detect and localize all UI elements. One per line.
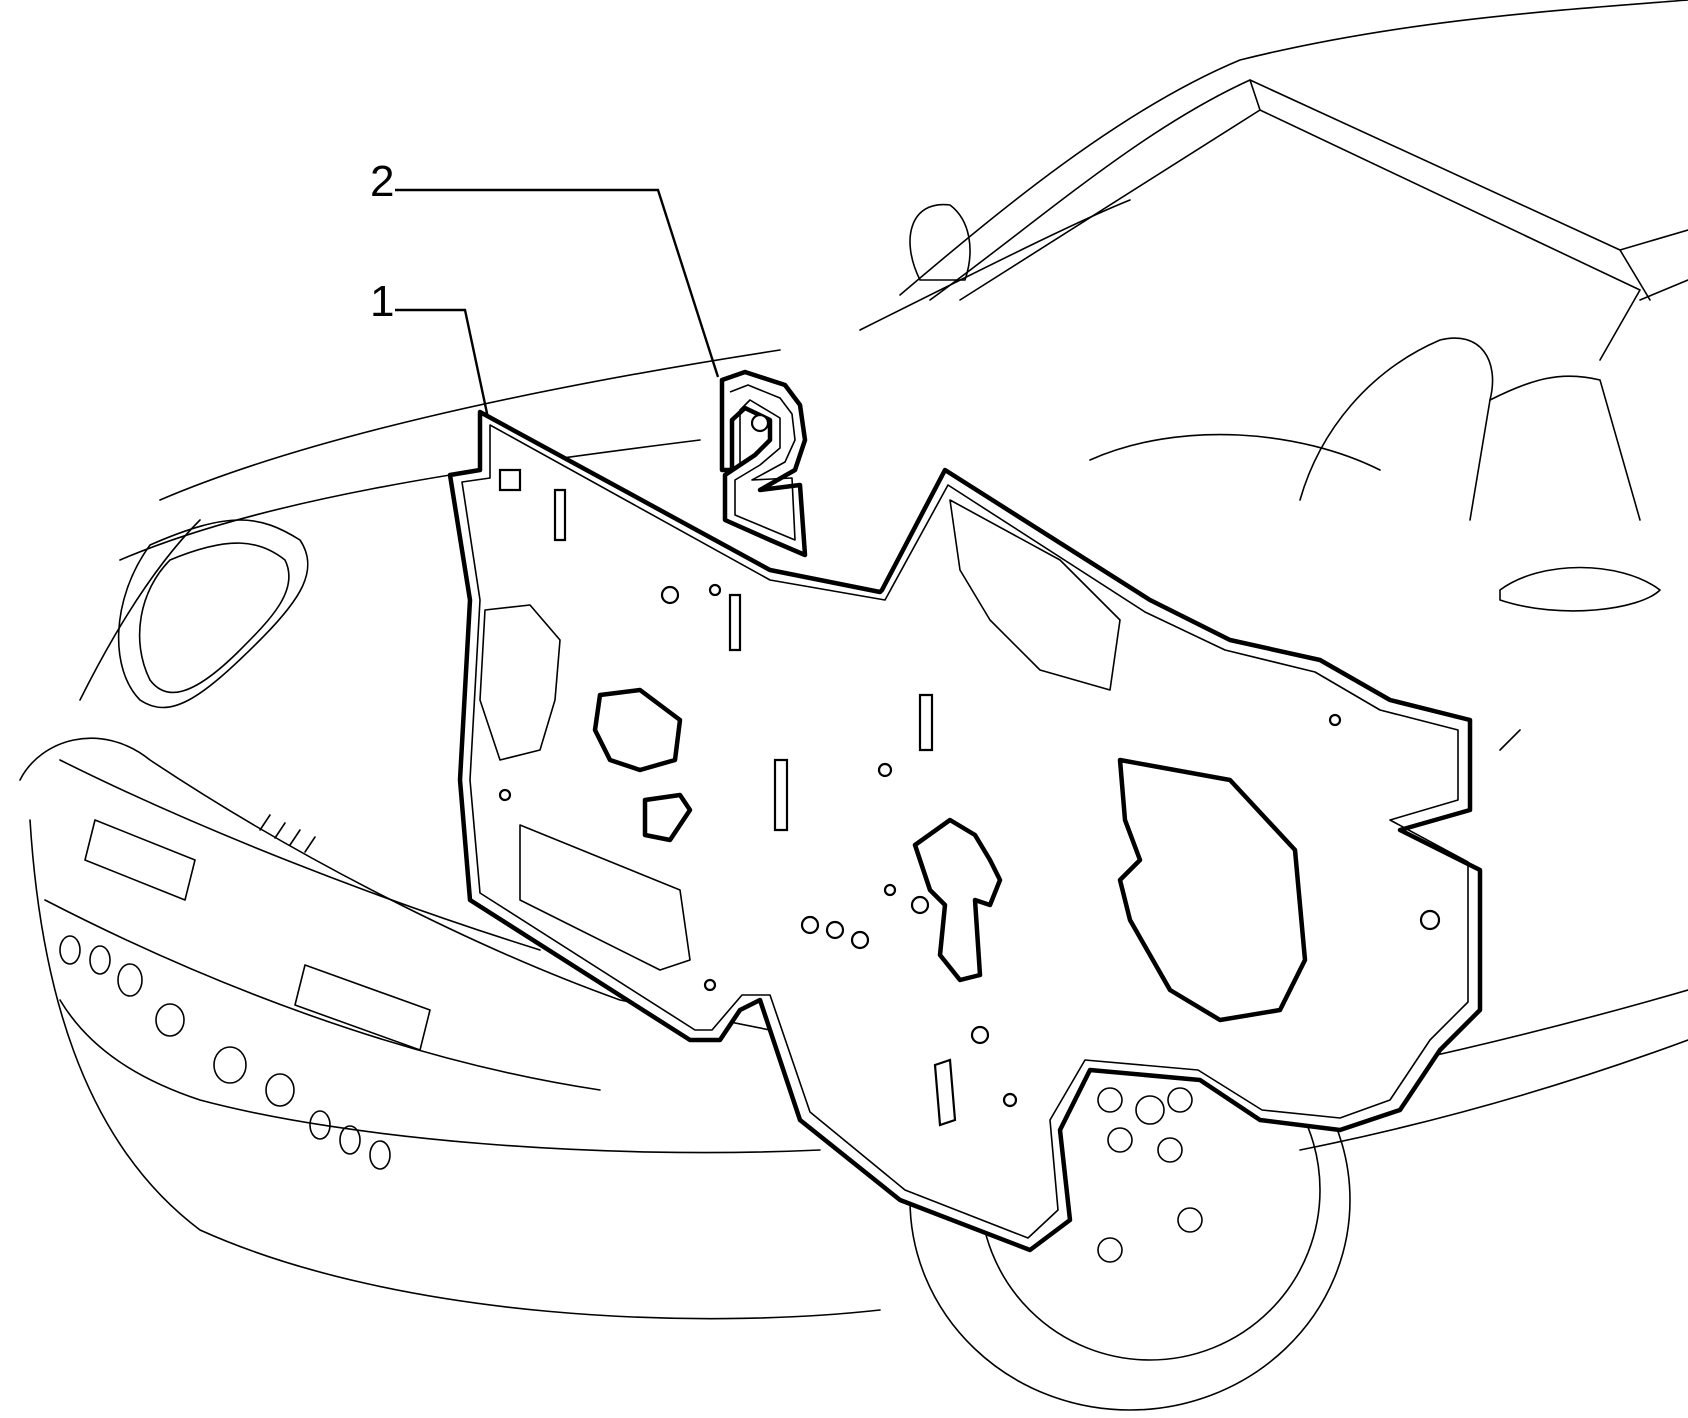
panel-hole-11 — [498, 788, 512, 802]
part-1-panel — [447, 409, 1483, 1253]
panel-slot-5 — [498, 468, 522, 492]
panel-hole-7 — [883, 883, 897, 897]
leader-line-1 — [395, 308, 490, 419]
panel-hole-1 — [660, 585, 680, 605]
panel-hole-8 — [910, 895, 930, 915]
panel-inner-outline — [461, 424, 1469, 1239]
panel-left-opening — [592, 687, 683, 773]
panel-hole-13 — [1419, 909, 1441, 931]
panel-hole-12 — [703, 978, 717, 992]
panel-right-opening — [1117, 757, 1308, 1023]
panel-hole-2 — [708, 583, 722, 597]
panel-small-opening — [642, 792, 693, 843]
panel-slot-4 — [773, 758, 789, 832]
panel-hole-6 — [850, 930, 870, 950]
panel-hole-3 — [877, 762, 893, 778]
panel-embossing-upper-right — [949, 499, 1121, 691]
panel-slot-3 — [918, 693, 934, 752]
callout-label-1: 1 — [370, 277, 395, 326]
panel-hole-5 — [825, 920, 845, 940]
bumper-holes — [59, 935, 391, 1170]
panel-hole-9 — [970, 1025, 990, 1045]
panel-slot-2 — [728, 593, 742, 652]
panel-keyhole-opening — [912, 817, 1003, 983]
panel-slot-6 — [933, 1058, 957, 1127]
panel-slot-1 — [553, 488, 567, 542]
panel-embossing-lower — [519, 824, 691, 971]
leader-line-2 — [395, 188, 720, 378]
bracket-hole — [750, 413, 770, 433]
panel-embossing-left — [479, 604, 561, 761]
panel-hole-14 — [1328, 713, 1342, 727]
callout-label-2: 2 — [370, 157, 395, 206]
leader-lines — [395, 188, 720, 419]
panel-hole-4 — [800, 915, 820, 935]
part-2-bracket — [719, 369, 808, 558]
panel-hole-10 — [1002, 1092, 1018, 1108]
bracket-inner — [729, 384, 796, 541]
bracket-outline — [719, 369, 808, 558]
